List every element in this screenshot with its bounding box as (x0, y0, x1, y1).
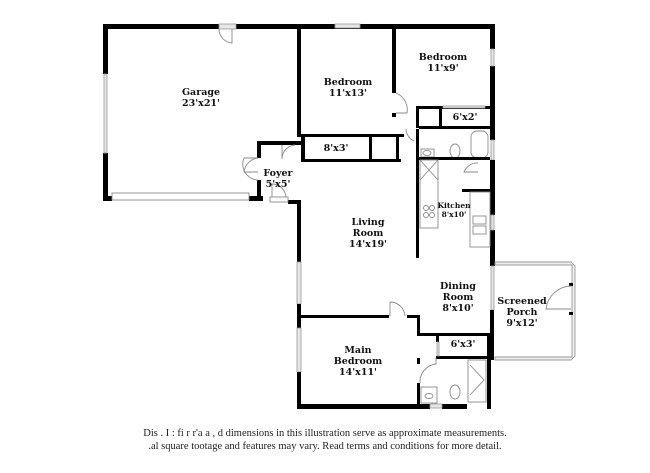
closet-6x2-door (442, 105, 486, 109)
room-label-closet-6x2: 6'x2' (453, 112, 478, 123)
room-dims: 8'x10' (442, 303, 474, 314)
room-dims: 14'x11' (339, 367, 377, 378)
room-label-kitchen: Kitchen 8'x10' (437, 201, 470, 219)
room-name-line1: Screened (497, 296, 547, 307)
foyer-walls (242, 141, 301, 262)
room-dims: 9'x12' (506, 318, 538, 329)
room-dims: 8'x3' (323, 143, 349, 154)
living-room-walls (296, 261, 418, 318)
bedroom-2-walls (297, 24, 404, 162)
room-name: Foyer (263, 168, 293, 179)
room-name-line2: Porch (506, 307, 538, 318)
garage-window (103, 73, 108, 154)
room-name-line1: Main (344, 345, 372, 356)
kitchen-walls (416, 149, 495, 260)
bedroom-3-walls (396, 24, 495, 129)
room-name-line1: Living (351, 217, 385, 228)
room-label-screened-porch: Screened Porch 9'x12' (497, 296, 546, 329)
room-dims: 6'x2' (452, 112, 478, 123)
room-dims: 6'x3' (450, 339, 476, 350)
main-bedroom-walls (296, 315, 491, 409)
room-label-closet-6x3: 6'x3' (451, 339, 476, 350)
disclaimer-line-1: Dis . I : fi r r'a a , d dimensions in t… (143, 428, 507, 439)
room-label-bedroom-3: Bedroom 11'x9' (419, 52, 467, 74)
room-label-dining-room: Dining Room 8'x10' (440, 281, 476, 314)
garage-door (111, 192, 250, 201)
room-label-foyer: Foyer 5'x5' (263, 168, 292, 190)
bedroom-2-window (334, 23, 361, 29)
bedroom-3-window (490, 48, 495, 67)
room-dims: 23'x21' (182, 98, 220, 109)
room-label-garage: Garage 23'x21' (182, 87, 220, 109)
room-label-bedroom-2: Bedroom 11'x13' (324, 77, 372, 99)
room-label-living-room: Living Room 14'x19' (349, 217, 387, 250)
room-name-line2: Room (352, 228, 384, 239)
disclaimer-line-2: .al square tootage and features may vary… (148, 441, 502, 452)
screened-porch (494, 261, 576, 361)
bedroom-2-door (395, 92, 408, 114)
room-name: Bedroom (323, 77, 373, 88)
room-name-line1: Dining (440, 281, 476, 292)
room-name: Kitchen (437, 201, 471, 210)
room-dims: 14'x19' (349, 239, 387, 250)
garage-entry-door (218, 23, 237, 44)
room-name: Garage (181, 87, 221, 98)
room-dims: 11'x9' (427, 63, 459, 74)
room-name-line2: Bedroom (333, 356, 383, 367)
room-dims: 8'x10' (441, 210, 467, 219)
room-name-line2: Room (442, 292, 474, 303)
dining-walls (490, 258, 495, 360)
room-name: Bedroom (418, 52, 468, 63)
room-label-closet-8x3: 8'x3' (324, 143, 349, 154)
room-label-main-bedroom: Main Bedroom 14'x11' (334, 345, 382, 378)
hall-bath (405, 128, 495, 161)
room-dims: 5'x5' (265, 179, 291, 190)
garage-walls (103, 24, 399, 201)
room-dims: 11'x13' (329, 88, 367, 99)
